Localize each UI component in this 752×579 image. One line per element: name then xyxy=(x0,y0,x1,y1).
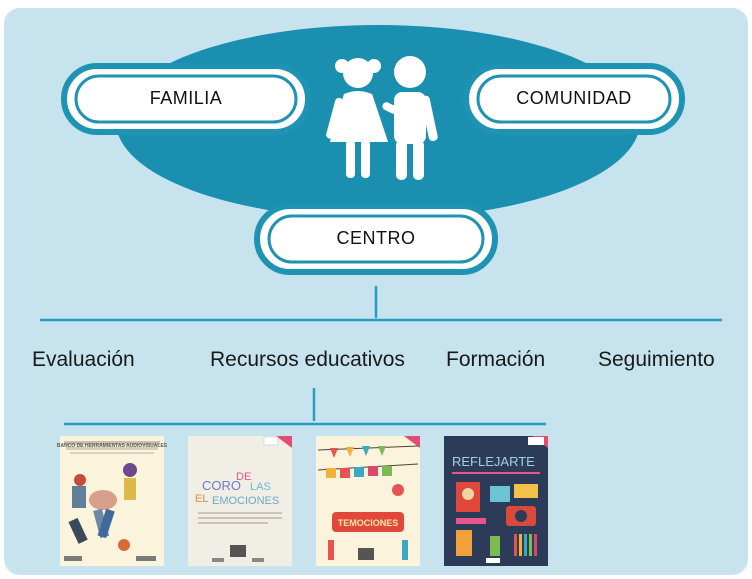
cover-temociones: TEMOCIONES xyxy=(316,436,420,566)
category-evaluacion: Evaluación xyxy=(32,348,135,371)
cover2-word-el: EL xyxy=(195,493,208,505)
comunidad-node-shape xyxy=(463,63,685,135)
cover-reflejarte: REFLEJARTE xyxy=(444,436,548,566)
category-seguimiento: Seguimiento xyxy=(598,348,715,371)
cover4-title: REFLEJARTE xyxy=(452,454,535,469)
comunidad-node: COMUNIDAD xyxy=(516,88,632,108)
cover2-word-emociones: EMOCIONES xyxy=(212,495,279,507)
cover3-title: TEMOCIONES xyxy=(338,518,399,528)
category-formacion: Formación xyxy=(446,348,546,371)
children-icon xyxy=(326,56,438,180)
cover-banco-herramientas xyxy=(60,436,164,566)
familia-node: FAMILIA xyxy=(149,88,223,108)
cover-coro-emociones: DE CORO LAS EL EMOCIONES xyxy=(188,436,292,566)
cover2-word-coro: CORO xyxy=(202,478,241,493)
centro-node-shape xyxy=(254,203,498,275)
centro-node: CENTRO xyxy=(336,228,416,248)
cover2-word-las: LAS xyxy=(250,481,271,493)
familia-node-shape xyxy=(61,63,311,135)
cover2-word-de: DE xyxy=(236,471,251,483)
category-recursos-educativos: Recursos educativos xyxy=(210,348,405,371)
